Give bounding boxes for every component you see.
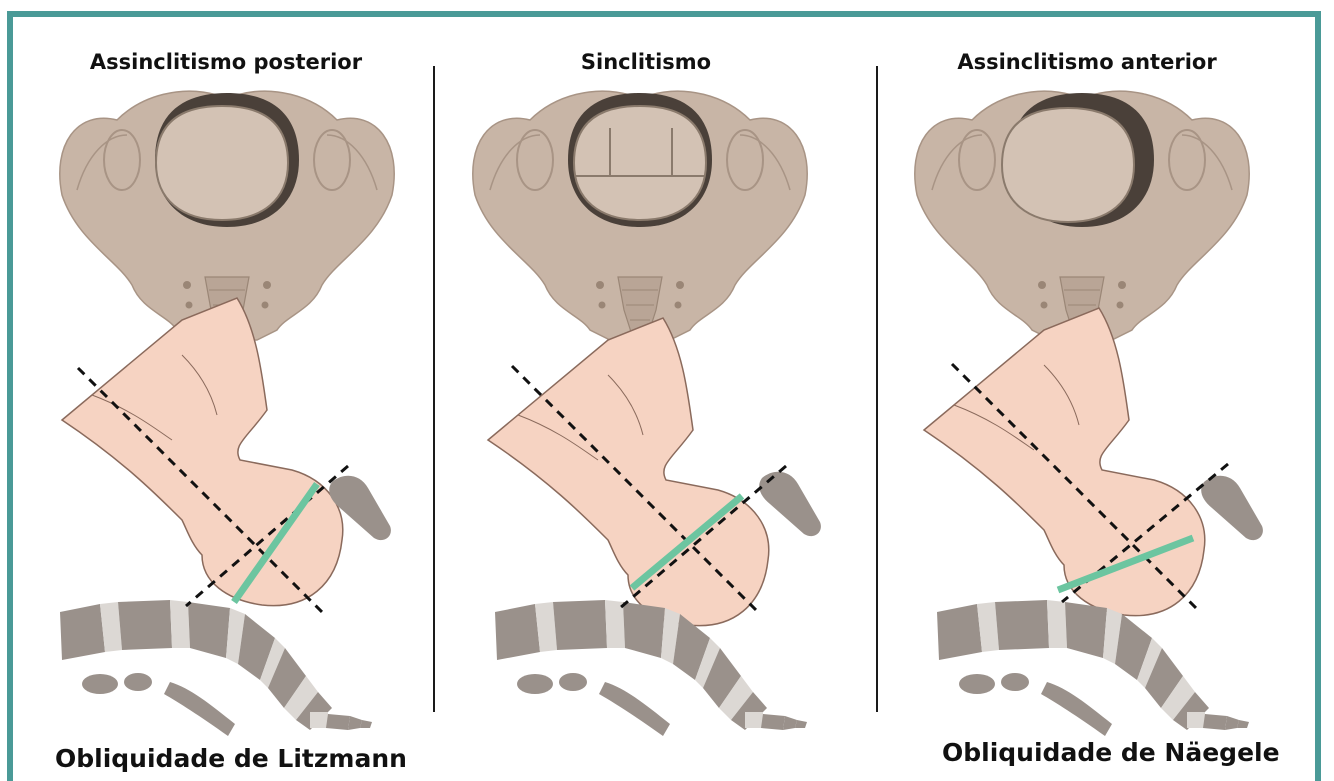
- panel-title-posterior: Assinclitismo posterior: [89, 50, 363, 74]
- sinciput-line-synclitism: [629, 493, 745, 591]
- panel-divider-right: [876, 66, 878, 712]
- axis-line-anterior-1: [950, 362, 1200, 612]
- pubis-anterior: [1201, 475, 1263, 541]
- caption-naegele: Obliquidade de Näegele: [942, 738, 1280, 767]
- sinciput-line-posterior: [231, 481, 320, 605]
- panel-divider-left: [433, 66, 435, 712]
- spine-synclitism: [495, 600, 807, 736]
- fetus-synclitism: [487, 317, 770, 627]
- fetus-anterior: [923, 307, 1206, 617]
- spine-posterior: [60, 600, 372, 736]
- panel-title-synclitism: Sinclitismo: [580, 50, 712, 74]
- figure-frame: [7, 11, 1321, 781]
- fetus-posterior: [61, 297, 344, 607]
- pelvis-synclitism: [471, 90, 809, 341]
- sinciput-line-anterior: [1056, 534, 1195, 594]
- axis-line-synclitism-2: [619, 464, 787, 610]
- panel-title-anterior: Assinclitismo anterior: [957, 50, 1217, 74]
- spine-anterior: [937, 600, 1249, 736]
- axis-line-posterior-2: [185, 464, 349, 608]
- pelvis-anterior: [913, 90, 1251, 341]
- caption-litzmann: Obliquidade de Litzmann: [55, 744, 407, 773]
